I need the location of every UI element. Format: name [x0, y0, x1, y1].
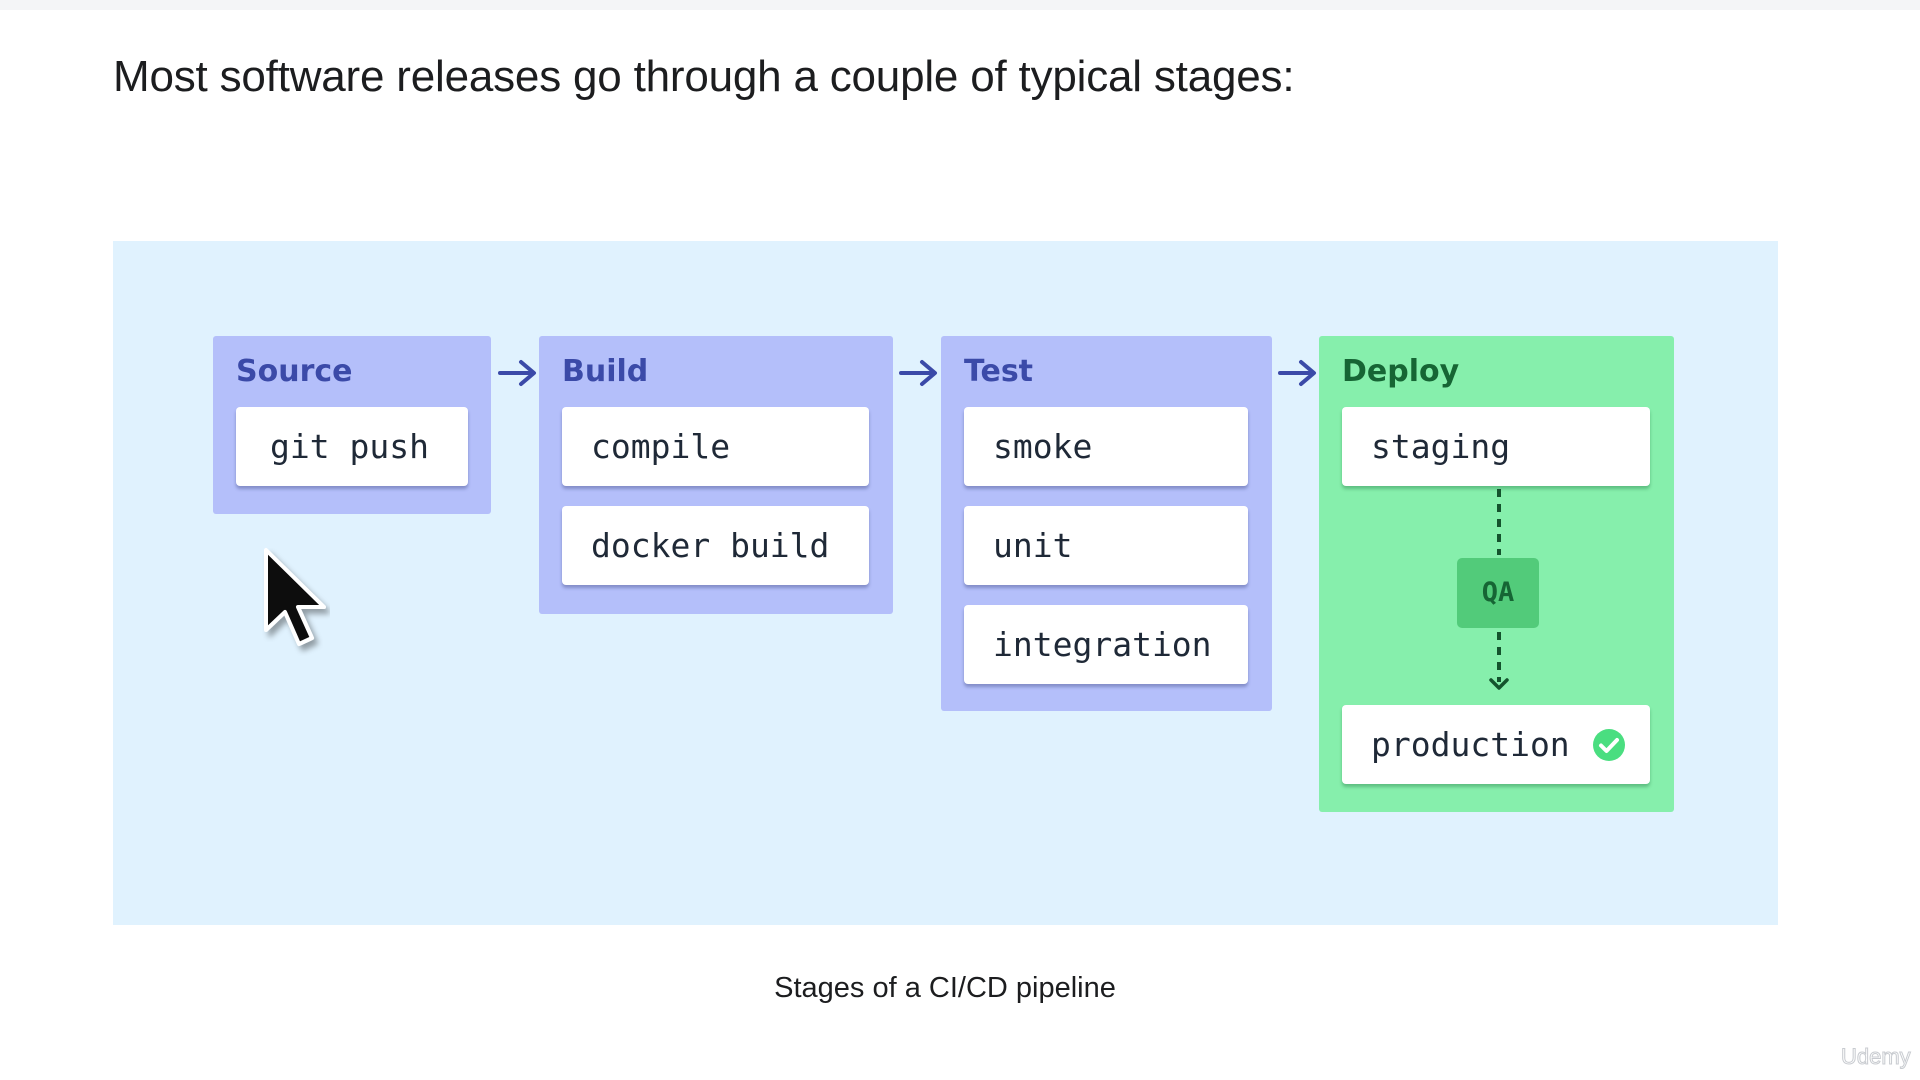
check-circle-icon [1593, 729, 1625, 761]
stage-source: Source git push [213, 336, 491, 514]
stage-title-source: Source [236, 354, 353, 389]
chevron-down-icon [1489, 632, 1509, 690]
dashed-connector-top [1497, 489, 1501, 555]
pipeline-diagram: Source git push Build compile docker bui… [113, 241, 1778, 925]
top-strip [0, 0, 1920, 10]
step-production: production [1342, 705, 1650, 784]
step-smoke: smoke [964, 407, 1248, 486]
stage-deploy: Deploy staging QA production [1319, 336, 1674, 812]
figure-caption: Stages of a CI/CD pipeline [774, 972, 1116, 1004]
step-production-label: production [1371, 725, 1570, 764]
arrow-right-icon [1278, 360, 1316, 386]
arrow-right-icon [498, 360, 536, 386]
stage-title-test: Test [964, 354, 1034, 389]
stage-test: Test smoke unit integration [941, 336, 1272, 711]
step-docker-build: docker build [562, 506, 869, 585]
qa-gate-badge: QA [1457, 558, 1539, 628]
step-integration: integration [964, 605, 1248, 684]
step-staging: staging [1342, 407, 1650, 486]
arrow-right-icon [899, 360, 937, 386]
stage-title-build: Build [562, 354, 649, 389]
mouse-pointer-icon [264, 548, 326, 646]
step-compile: compile [562, 407, 869, 486]
stage-title-deploy: Deploy [1342, 354, 1460, 389]
page-heading: Most software releases go through a coup… [113, 52, 1295, 101]
watermark-logo: Udemy [1841, 1044, 1912, 1070]
stage-build: Build compile docker build [539, 336, 893, 614]
step-git-push: git push [236, 407, 468, 486]
step-unit: unit [964, 506, 1248, 585]
